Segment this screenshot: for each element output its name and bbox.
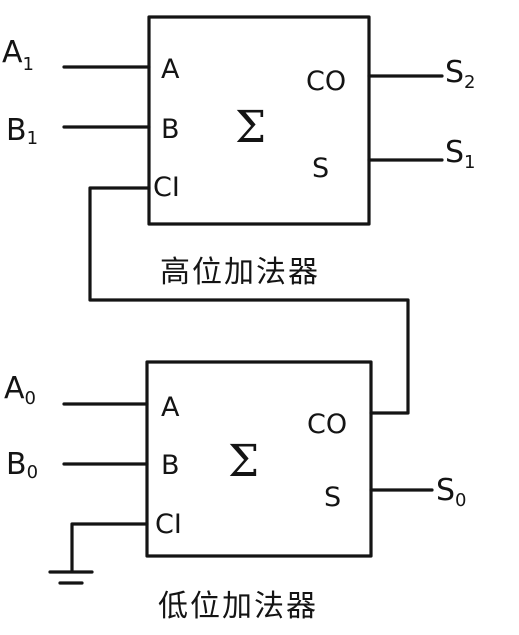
high-adder-output-co-label: S2 [445, 55, 476, 93]
high-adder-port-a: A [161, 54, 180, 85]
high-adder-input-b-label: B1 [6, 113, 38, 149]
high-adder: A1 B1 S2 S1 A B CI CO S Σ 高位加法器 [2, 15, 476, 290]
low-adder-port-s: S [324, 482, 341, 513]
high-adder-box [147, 15, 371, 226]
low-adder-port-b: B [161, 450, 180, 481]
carry-wire [88, 186, 410, 415]
high-adder-input-a-label: A1 [2, 35, 34, 75]
high-adder-port-b: B [161, 114, 180, 145]
low-adder-input-b-label: B0 [6, 447, 38, 483]
low-adder-port-a: A [161, 392, 180, 423]
low-adder-ci-ground-wire [70, 522, 149, 572]
high-adder-title: 高位加法器 [160, 255, 320, 290]
low-adder-port-ci: CI [155, 509, 182, 540]
low-adder-port-co: CO [307, 409, 347, 440]
high-adder-port-s: S [312, 153, 329, 184]
ground-icon [48, 570, 94, 585]
high-adder-port-ci: CI [153, 172, 180, 203]
low-adder-input-a-label: A0 [4, 371, 36, 409]
high-adder-output-s-label: S1 [445, 135, 476, 173]
high-adder-port-co: CO [306, 66, 346, 97]
low-adder-sigma-symbol: Σ [228, 436, 259, 487]
high-adder-sigma-symbol: Σ [235, 102, 266, 153]
low-adder: A0 B0 S0 A B CI CO S Σ 低位加法器 [4, 360, 467, 624]
low-adder-output-s-label: S0 [436, 473, 467, 511]
low-adder-title: 低位加法器 [158, 589, 318, 624]
low-adder-box [145, 360, 373, 558]
